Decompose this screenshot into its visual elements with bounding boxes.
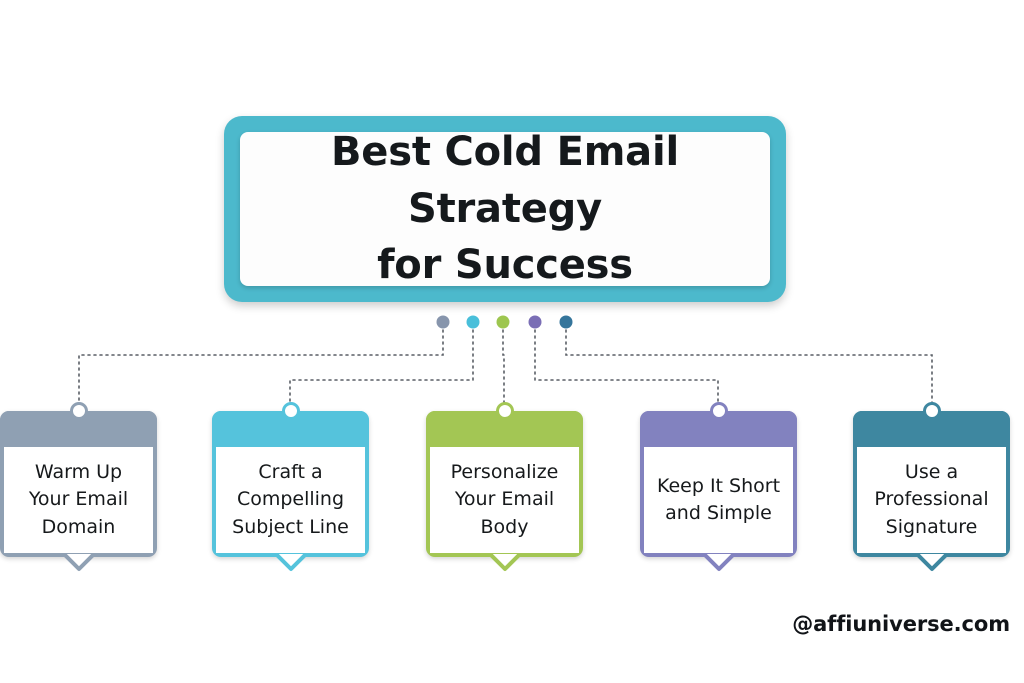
step-card[interactable]: Craft a Compelling Subject Line — [212, 402, 369, 571]
step-card-label: Keep It Short and Simple — [656, 474, 781, 524]
connector-path — [289, 329, 474, 412]
hole-punch-icon — [922, 402, 941, 420]
connector-path — [565, 329, 933, 412]
step-card-label: Use a Professional Signature — [874, 460, 989, 538]
hole-punch-icon — [709, 402, 728, 420]
watermark: @affiuniverse.com — [792, 612, 1010, 636]
hole-punch-center — [74, 407, 83, 415]
step-card-body: Warm Up Your Email Domain — [4, 447, 153, 553]
hole-punch-center — [714, 407, 723, 415]
step-card[interactable]: Use a Professional Signature — [853, 402, 1010, 571]
seed-dot — [559, 315, 573, 329]
step-card-label: Personalize Your Email Body — [450, 460, 559, 538]
seed-dot — [436, 315, 450, 329]
title-card: Best Cold Email Strategy for Success — [224, 116, 786, 302]
card-notch-icon — [273, 552, 308, 572]
step-card-label: Warm Up Your Email Domain — [28, 460, 129, 538]
step-card-body: Craft a Compelling Subject Line — [216, 447, 365, 553]
hole-punch-center — [500, 407, 509, 415]
hole-punch-center — [286, 407, 295, 415]
card-notch-icon — [61, 552, 96, 572]
step-card[interactable]: Warm Up Your Email Domain — [0, 402, 157, 571]
page-title: Best Cold Email Strategy for Success — [331, 128, 679, 289]
step-card-body: Use a Professional Signature — [857, 447, 1006, 553]
title-inner-panel: Best Cold Email Strategy for Success — [240, 129, 770, 288]
seed-dot — [466, 315, 480, 329]
card-notch-icon — [487, 552, 522, 572]
step-card[interactable]: Personalize Your Email Body — [426, 402, 583, 571]
connector-path — [534, 329, 719, 412]
step-card-body: Keep It Short and Simple — [644, 447, 793, 553]
seed-dot — [496, 315, 510, 329]
hole-punch-icon — [495, 402, 514, 420]
card-notch-icon — [701, 552, 736, 572]
seed-dot — [528, 315, 542, 329]
card-notch-icon — [914, 552, 949, 572]
hole-punch-icon — [281, 402, 300, 420]
hole-punch-icon — [69, 402, 88, 420]
step-card[interactable]: Keep It Short and Simple — [640, 402, 797, 571]
step-card-body: Personalize Your Email Body — [430, 447, 579, 553]
connector-path — [78, 329, 444, 412]
connector-path — [502, 329, 505, 412]
hole-punch-center — [927, 407, 936, 415]
step-card-label: Craft a Compelling Subject Line — [232, 460, 349, 538]
